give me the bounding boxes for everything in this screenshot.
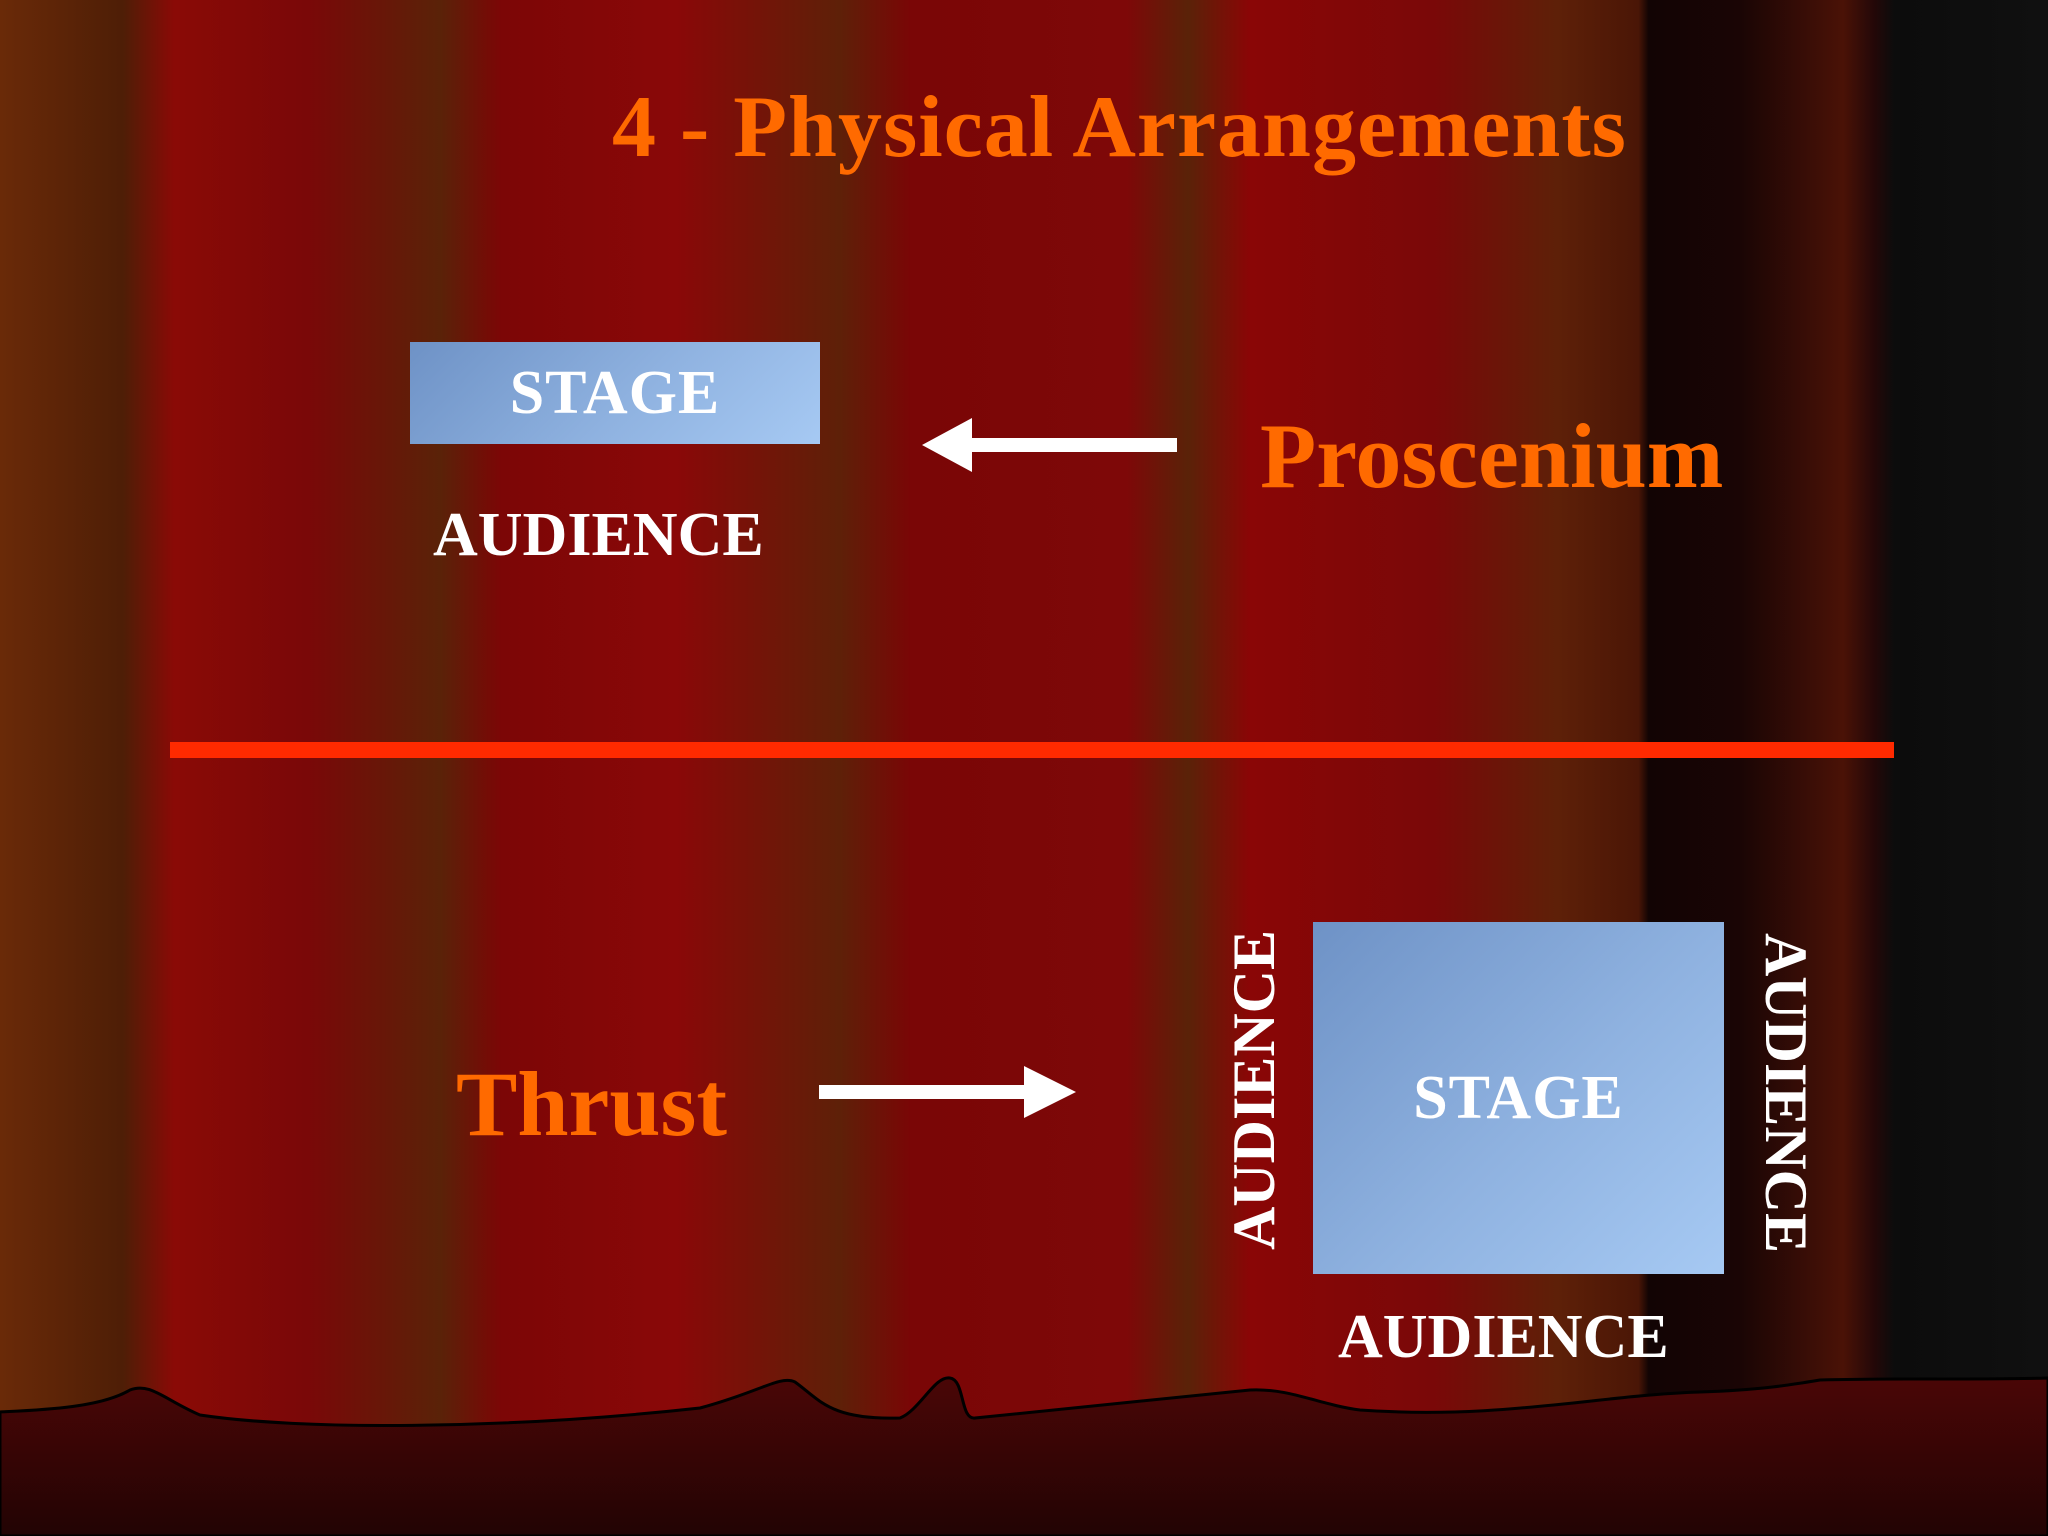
thrust-audience-left-label: AUDIENCE <box>1221 929 1287 1251</box>
proscenium-stage-label: STAGE <box>509 358 721 427</box>
thrust-stage-label: STAGE <box>1413 1063 1624 1132</box>
arrow-right-icon <box>819 1066 1076 1118</box>
arrow-left-icon <box>922 418 1177 472</box>
thrust-stage-box: STAGE <box>1313 922 1724 1274</box>
proscenium-stage-box: STAGE <box>410 342 820 444</box>
thrust-label: Thrust <box>456 1053 727 1155</box>
proscenium-audience-label: AUDIENCE <box>433 501 764 569</box>
curtain-valance <box>0 1376 2048 1536</box>
thrust-audience-right-label: AUDIENCE <box>1753 932 1819 1254</box>
proscenium-label: Proscenium <box>1260 405 1724 507</box>
divider-line <box>170 742 1894 758</box>
thrust-audience-bottom-label: AUDIENCE <box>1338 1303 1669 1371</box>
slide-title: 4 - Physical Arrangements <box>612 79 1627 176</box>
